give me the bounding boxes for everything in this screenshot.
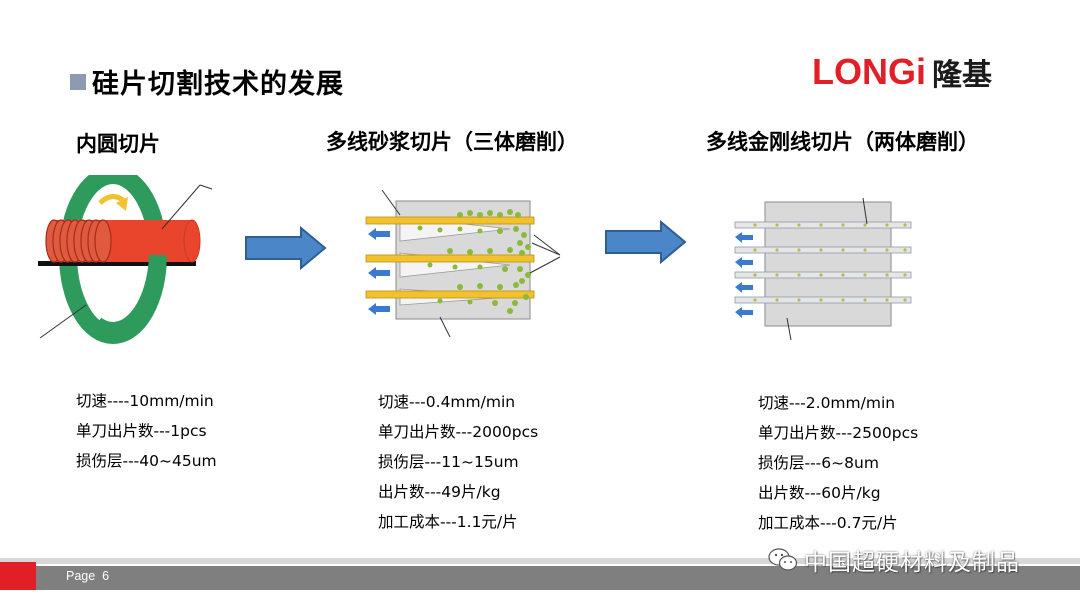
spec-processing-cost: 加工成本---1.1元/片 — [378, 513, 518, 531]
slide-title: 硅片切割技术的发展 — [70, 62, 344, 101]
ingot-block — [764, 201, 892, 327]
slurry-wire — [365, 216, 535, 225]
spec-wafers-per-kg: 出片数---60片/kg — [758, 484, 881, 502]
slide-title-text: 硅片切割技术的发展 — [92, 69, 344, 100]
wire-direction-icon — [735, 282, 753, 293]
watermark-text: 中国超硬材料及制品 — [804, 550, 1020, 576]
logo-wordmark: LONGi — [812, 51, 926, 92]
footer-dark-band — [0, 566, 1080, 590]
inner-diameter-saw-diagram — [38, 175, 213, 344]
page-label-text: Page — [66, 569, 96, 583]
watermark: 中国超硬材料及制品 — [768, 543, 1020, 577]
ingot-base — [38, 261, 196, 266]
spec-damage-layer: 损伤层---40~45um — [76, 452, 217, 470]
spec-wafers-per-cut: 单刀出片数---2500pcs — [758, 424, 919, 442]
wire-direction-icon — [368, 228, 390, 240]
page-number: 6 — [102, 569, 110, 583]
spec-processing-cost: 加工成本---0.7元/片 — [758, 514, 898, 532]
diamond-grit — [753, 223, 907, 302]
wire-direction-icon — [735, 307, 753, 318]
wire-direction-icon — [735, 232, 753, 243]
slurry-wire-saw-diagram — [365, 189, 561, 338]
specs-inner-diameter: 切速----10mm/min 单刀出片数---1pcs 损伤层---40~45u… — [76, 386, 217, 476]
slurry-wire — [365, 290, 535, 299]
spec-damage-layer: 损伤层---11~15um — [378, 453, 519, 471]
method-title-inner-diameter: 内圆切片 — [76, 132, 160, 156]
abrasive-particles — [417, 209, 531, 314]
wire-direction-icon — [368, 303, 390, 315]
page-indicator: Page 6 — [66, 569, 109, 583]
progress-arrow-1-icon — [245, 226, 327, 270]
specs-slurry-wire: 切速---0.4mm/min 单刀出片数---2000pcs 损伤层---11~… — [378, 387, 538, 537]
spec-damage-layer: 损伤层---6~8um — [758, 454, 879, 472]
title-bullet-icon — [70, 73, 86, 90]
specs-diamond-wire: 切速---2.0mm/min 单刀出片数---2500pcs 损伤层---6~8… — [758, 388, 918, 538]
rotation-arrow-icon — [98, 194, 126, 205]
spec-wafers-per-cut: 单刀出片数---1pcs — [76, 422, 207, 440]
spec-wafers-per-kg: 出片数---49片/kg — [378, 483, 501, 501]
wire-direction-icon — [735, 257, 753, 268]
progress-arrow-2-icon — [605, 220, 687, 264]
method-title-diamond-wire: 多线金刚线切片（两体磨削） — [706, 130, 979, 154]
cut-wafers — [45, 219, 112, 263]
spec-cut-speed: 切速---2.0mm/min — [758, 394, 896, 412]
spec-cut-speed: 切速---0.4mm/min — [378, 393, 516, 411]
footer-light-band — [0, 558, 1080, 564]
slurry-wire — [365, 254, 535, 263]
diamond-wires — [734, 221, 912, 304]
logo-chinese: 隆基 — [932, 58, 992, 93]
longi-logo: LONGi 隆基 — [812, 46, 1024, 98]
spec-wafers-per-cut: 单刀出片数---2000pcs — [378, 423, 539, 441]
wire-direction-icon — [368, 267, 390, 279]
footer-red-block — [0, 562, 36, 590]
diamond-wire-saw-diagram — [734, 197, 912, 341]
wechat-icon — [768, 548, 798, 571]
method-title-slurry-wire: 多线砂浆切片（三体磨削） — [326, 130, 578, 154]
spec-cut-speed: 切速----10mm/min — [76, 392, 214, 410]
